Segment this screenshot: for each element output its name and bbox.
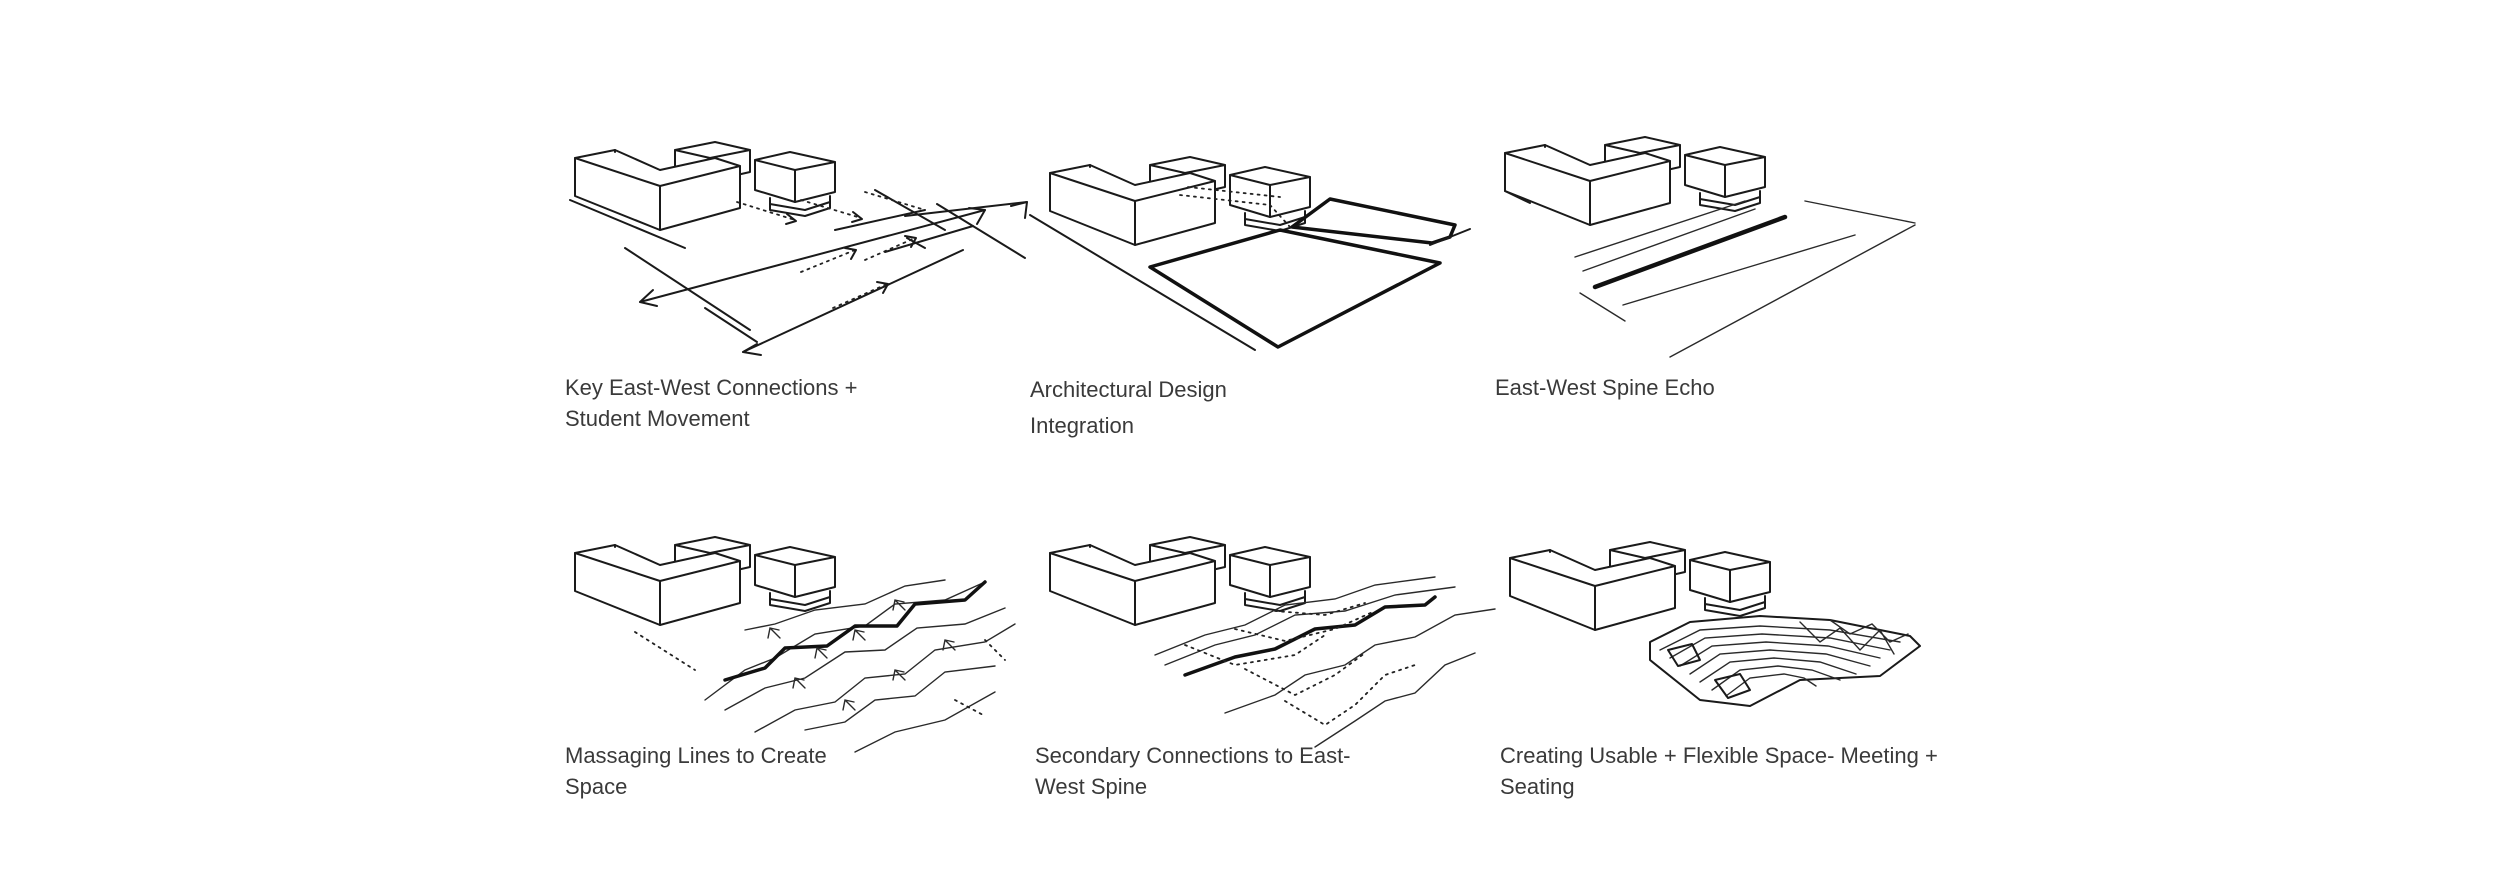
caption-line: Key East-West Connections + xyxy=(565,375,858,400)
caption-line: Creating Usable + Flexible Space- Meetin… xyxy=(1500,743,1938,768)
caption-spine-echo: East-West Spine Echo xyxy=(1495,372,1715,403)
caption-line: Architectural Design xyxy=(1030,377,1227,402)
diagram-secondary-connections xyxy=(1049,536,1496,748)
panel-key-connections: Key East-West Connections + Student Move… xyxy=(565,130,1035,431)
caption-line: Massaging Lines to Create xyxy=(565,743,827,768)
panel-massaging-lines: Massaging Lines to Create Space xyxy=(565,520,1035,799)
diagram-spine-echo xyxy=(1504,136,1916,358)
caption-line: Secondary Connections to East- xyxy=(1035,743,1351,768)
caption-line: Student Movement xyxy=(565,406,750,431)
diagram-architectural-integration xyxy=(1029,156,1471,351)
caption-line: West Spine xyxy=(1035,774,1148,799)
caption-key-connections: Key East-West Connections + Student Move… xyxy=(565,372,857,434)
caption-line: Space xyxy=(565,774,628,799)
diagram-usable-space xyxy=(1509,541,1921,707)
diagram-key-connections xyxy=(569,141,1028,356)
panel-architectural-integration: Architectural Design Integration xyxy=(1029,135,1500,438)
panel-spine-echo: East-West Spine Echo xyxy=(1495,125,1965,400)
caption-architectural-integration: Architectural Design Integration xyxy=(1030,372,1227,444)
caption-secondary-connections: Secondary Connections to East- West Spin… xyxy=(1035,740,1351,802)
caption-usable-space: Creating Usable + Flexible Space- Meetin… xyxy=(1500,740,1938,802)
caption-line: Seating xyxy=(1500,774,1575,799)
caption-line: Integration xyxy=(1030,413,1134,438)
panel-secondary-connections: Secondary Connections to East- West Spin… xyxy=(1035,525,1505,799)
diagram-massaging-lines xyxy=(574,536,1016,753)
caption-line: East-West Spine Echo xyxy=(1495,375,1715,400)
caption-massaging-lines: Massaging Lines to Create Space xyxy=(565,740,827,802)
panel-usable-space: Creating Usable + Flexible Space- Meetin… xyxy=(1500,530,1970,799)
